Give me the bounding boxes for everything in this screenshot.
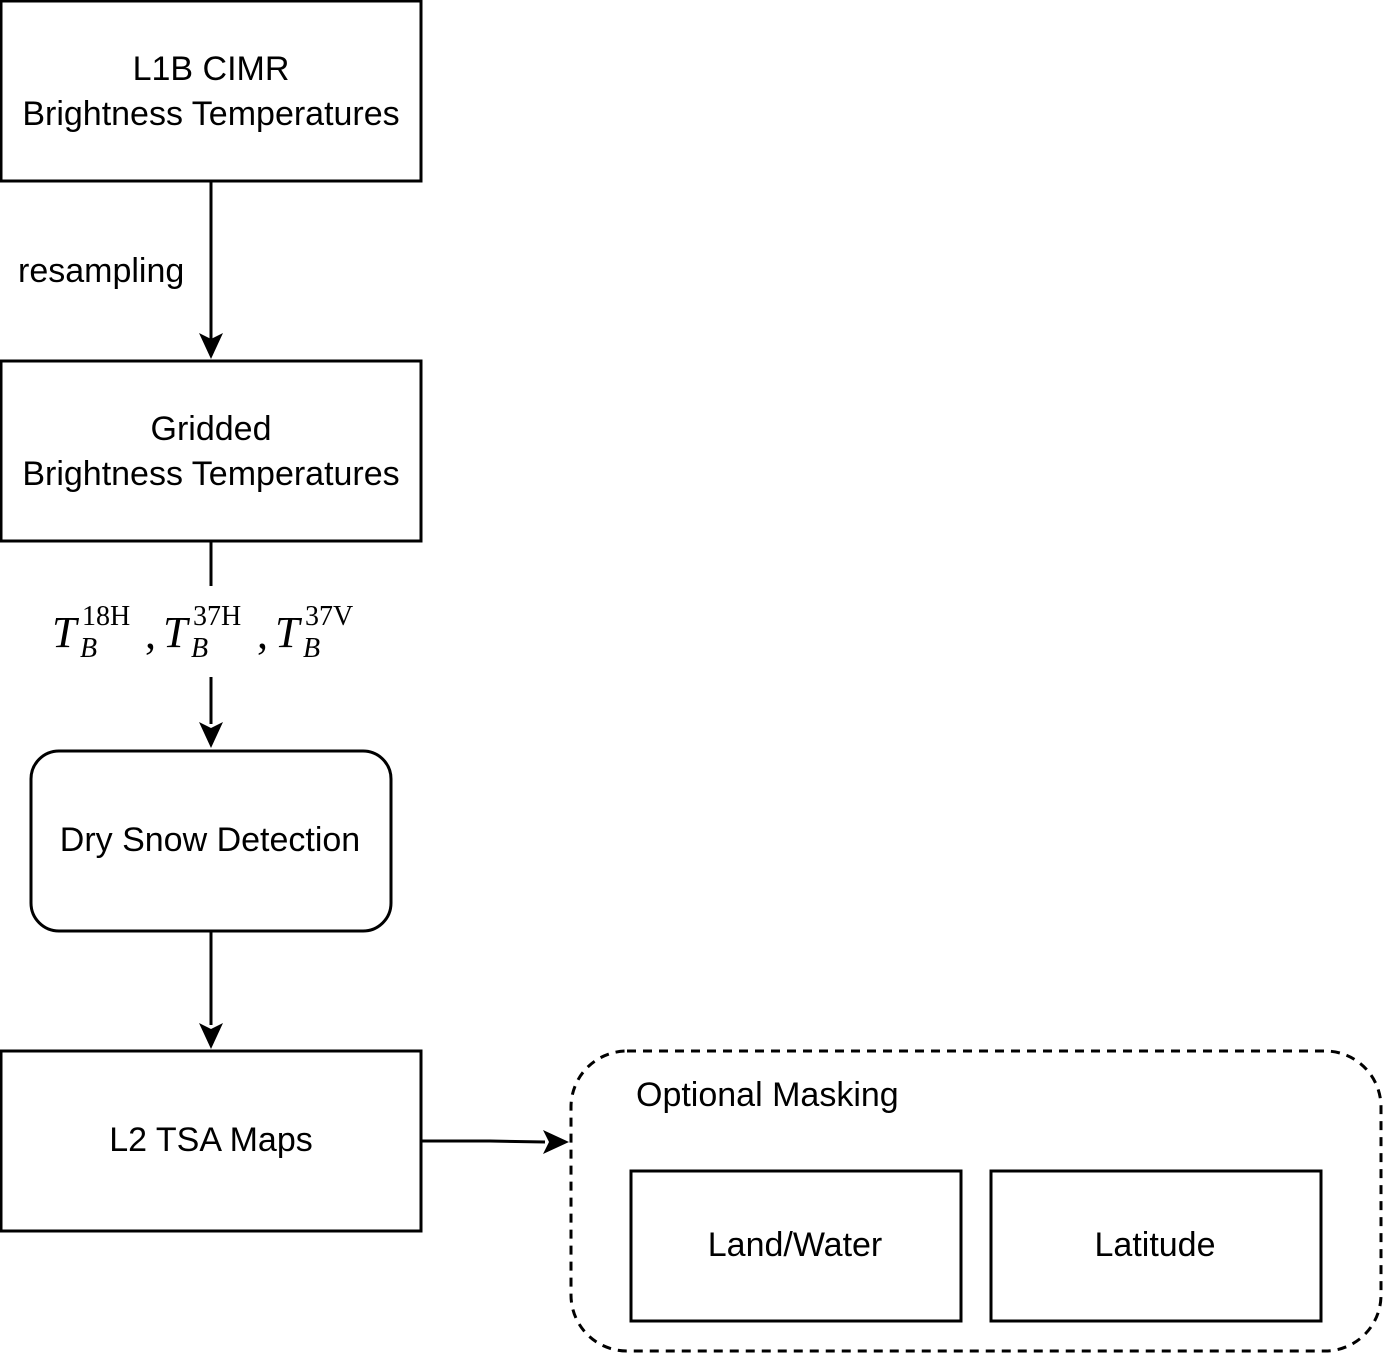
channel-1-sup: 18H bbox=[82, 601, 130, 632]
arrowhead-dry-snow-l2 bbox=[199, 1023, 223, 1049]
channel-3-symbol: T bbox=[275, 608, 303, 657]
dry-snow-box bbox=[29, 749, 393, 933]
arrowhead-l2-optional-masking bbox=[543, 1130, 569, 1154]
l1b-title: L1B CIMR bbox=[133, 50, 290, 88]
latitude-label: Latitude bbox=[1095, 1226, 1216, 1264]
land-water-label: Land/Water bbox=[708, 1226, 883, 1264]
gridded-subtitle: Brightness Temperatures bbox=[22, 455, 399, 493]
latitude-box bbox=[989, 1169, 1323, 1323]
arrowhead-channels-dry-snow bbox=[199, 722, 223, 748]
channel-label: T 18H B , T 37H B , T 37V B bbox=[52, 601, 353, 664]
separator-1: , bbox=[145, 609, 156, 658]
channel-2-symbol: T bbox=[163, 608, 191, 657]
gridded-title: Gridded bbox=[151, 410, 272, 448]
l2-tsa-label: L2 TSA Maps bbox=[109, 1121, 313, 1159]
channel-1-sub: B bbox=[80, 633, 97, 664]
arrow-l2-optional-masking bbox=[422, 1139, 546, 1144]
land-water-box bbox=[629, 1169, 963, 1323]
l2-tsa-box bbox=[0, 1049, 423, 1233]
channel-1-symbol: T bbox=[52, 608, 80, 657]
channel-3-sub: B bbox=[303, 633, 320, 664]
dry-snow-label: Dry Snow Detection bbox=[60, 821, 360, 859]
optional-masking-title: Optional Masking bbox=[636, 1076, 899, 1114]
l1b-subtitle: Brightness Temperatures bbox=[22, 95, 399, 133]
channel-3-sup: 37V bbox=[305, 601, 353, 632]
l1b-box bbox=[0, 0, 423, 183]
channel-2-sub: B bbox=[191, 633, 208, 664]
separator-2: , bbox=[257, 609, 268, 658]
resampling-label: resampling bbox=[18, 252, 184, 290]
gridded-box bbox=[0, 359, 423, 543]
channel-2-sup: 37H bbox=[193, 601, 241, 632]
arrowhead-resampling bbox=[199, 333, 223, 359]
